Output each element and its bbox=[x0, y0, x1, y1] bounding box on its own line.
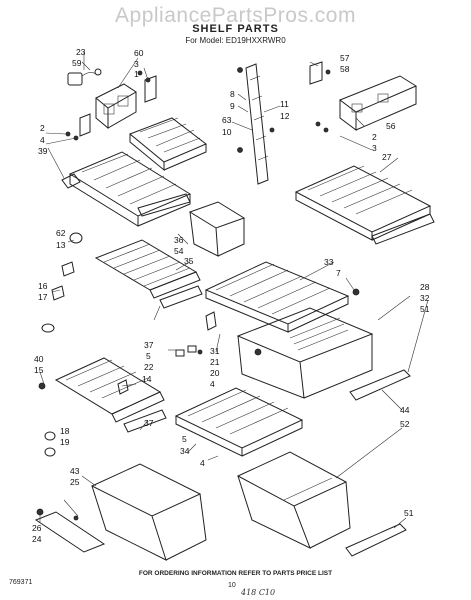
callout: 4 bbox=[200, 458, 205, 468]
page-title: SHELF PARTS bbox=[192, 23, 279, 35]
callout: 27 bbox=[382, 152, 392, 162]
callout: 5 bbox=[146, 351, 151, 361]
callout: 52 bbox=[400, 419, 410, 429]
callout: 11 bbox=[280, 99, 289, 109]
callout: 25 bbox=[70, 477, 80, 487]
drawer-44-part bbox=[236, 307, 374, 399]
callout: 33 bbox=[324, 257, 334, 267]
callout: 5 bbox=[182, 434, 187, 444]
bin-52-part bbox=[236, 451, 351, 549]
callout: 2 bbox=[40, 123, 45, 133]
callout: 19 bbox=[60, 437, 70, 447]
callout: 63 bbox=[222, 115, 232, 125]
ice-tray-part bbox=[129, 117, 207, 172]
callout: 34 bbox=[180, 446, 190, 456]
callout: 1 bbox=[134, 69, 139, 79]
callout: 18 bbox=[60, 426, 70, 436]
left-clip-part bbox=[65, 113, 91, 141]
screw-bracket-part bbox=[137, 70, 157, 103]
knob-62-part bbox=[69, 232, 83, 244]
callout: 10 bbox=[222, 127, 232, 137]
right-screws-part bbox=[309, 61, 331, 85]
container-54-part bbox=[188, 201, 246, 257]
callout: 13 bbox=[56, 240, 66, 250]
callout: 37 bbox=[144, 418, 154, 428]
wire-shelf-40-part bbox=[38, 357, 167, 433]
ordering-note: FOR ORDERING INFORMATION REFER TO PARTS … bbox=[138, 570, 333, 577]
callout: 44 bbox=[400, 405, 410, 415]
callout: 23 bbox=[76, 47, 86, 57]
callout: 9 bbox=[230, 101, 235, 111]
callout: 32 bbox=[420, 293, 430, 303]
shelf-27-part bbox=[294, 165, 435, 245]
callout: 31 bbox=[210, 346, 220, 356]
callout: 2 bbox=[372, 132, 377, 142]
callout: 3 bbox=[134, 59, 139, 69]
shelf-33-part bbox=[204, 261, 360, 333]
callout: 57 bbox=[340, 53, 350, 63]
callout: 59 bbox=[72, 58, 82, 68]
leader-lines bbox=[39, 52, 429, 529]
callout: 40 bbox=[34, 354, 44, 364]
callout: 14 bbox=[142, 374, 152, 384]
callout: 62 bbox=[56, 228, 66, 238]
callout: 28 bbox=[420, 282, 430, 292]
callout: 35 bbox=[184, 256, 194, 266]
knobs-18-19-part bbox=[44, 431, 56, 457]
callout: 12 bbox=[280, 111, 290, 121]
shelf-39-part bbox=[61, 151, 192, 227]
callout: 16 bbox=[38, 281, 48, 291]
callout: 4 bbox=[210, 379, 215, 389]
callout: 8 bbox=[230, 89, 235, 99]
callout: 3 bbox=[372, 143, 377, 153]
bin-43-part bbox=[34, 463, 207, 561]
callout: 7 bbox=[336, 268, 341, 278]
bulb-socket-part bbox=[67, 68, 102, 86]
callout: 22 bbox=[144, 362, 154, 372]
callout: 60 bbox=[134, 48, 144, 58]
callout: 15 bbox=[34, 365, 44, 375]
callout: 26 bbox=[32, 523, 42, 533]
shelf-34-part bbox=[174, 387, 304, 457]
callout: 4 bbox=[40, 135, 45, 145]
callout: 43 bbox=[70, 466, 80, 476]
document-code: 769371 bbox=[9, 579, 33, 586]
wire-shelf-35-part bbox=[94, 239, 203, 309]
callout: 20 bbox=[210, 368, 220, 378]
callout: 51 bbox=[404, 508, 414, 518]
watermark: AppliancePartsPros.com bbox=[115, 4, 356, 27]
strip-51-upper-part bbox=[349, 369, 411, 401]
model-subtitle: For Model: ED19HXXRWR0 bbox=[185, 36, 286, 45]
page-number: 10 bbox=[228, 582, 236, 589]
callout: 39 bbox=[38, 146, 48, 156]
callout: 56 bbox=[386, 121, 396, 131]
callout: 58 bbox=[340, 64, 350, 74]
cover-56-part bbox=[315, 75, 418, 133]
callout: 17 bbox=[38, 292, 48, 302]
clip-13-part bbox=[61, 261, 75, 277]
callout-labels: 23 59 60 3 1 2 4 39 8 9 11 12 63 10 57 5… bbox=[32, 47, 430, 544]
trim-strip-36-part bbox=[137, 193, 191, 217]
strip-51-lower-part bbox=[345, 523, 407, 557]
callout: 21 bbox=[210, 357, 220, 367]
rail-63-part bbox=[237, 63, 275, 185]
callout: 24 bbox=[32, 534, 42, 544]
light-shield-part bbox=[95, 83, 137, 130]
callout: 51 bbox=[420, 304, 430, 314]
callout: 36 bbox=[174, 235, 184, 245]
callout: 37 bbox=[144, 340, 154, 350]
handwritten-note: 418 C10 bbox=[241, 588, 276, 597]
callout: 54 bbox=[174, 246, 184, 256]
clips-16-17-part bbox=[41, 285, 65, 333]
